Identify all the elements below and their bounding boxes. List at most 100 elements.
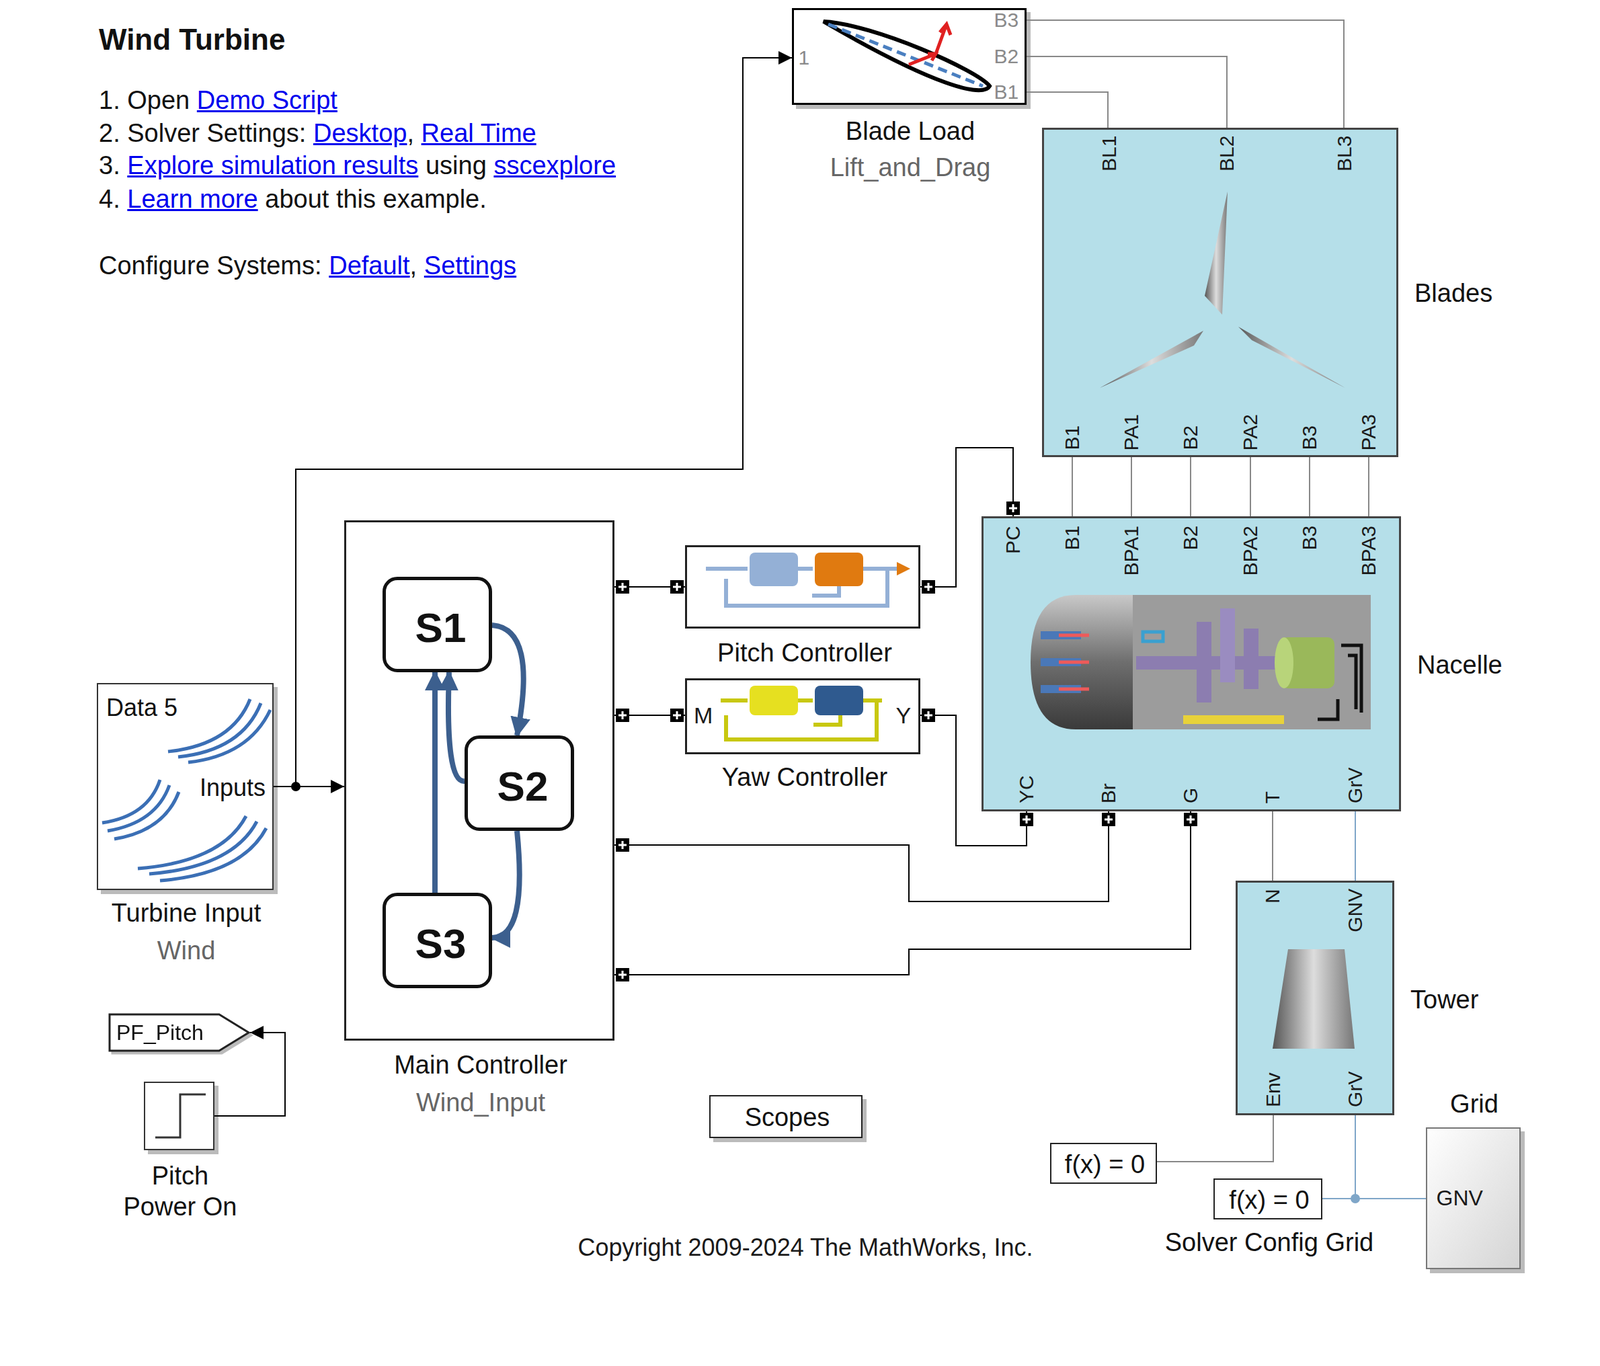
port-label: GrV (1343, 767, 1368, 804)
instruction-line: 1. OpenDemo Script (98, 85, 338, 117)
port-label: BL1 (1097, 135, 1122, 172)
chart-block: Main ControllerWind_InputS1S2S3 (344, 520, 615, 1041)
solver-block: f(x) = 0Solver Config Grid (1213, 1178, 1323, 1220)
gear (1220, 608, 1235, 683)
port-label: 1 (798, 46, 811, 70)
connection-line (920, 715, 1027, 846)
port-icon (615, 580, 630, 594)
chord-line (828, 24, 983, 87)
instruction-text: using (425, 151, 487, 180)
nacelle-fill (981, 516, 1402, 812)
node-text: PF_Pitch (116, 1019, 204, 1046)
instruction-text: 4. (98, 184, 121, 214)
port-label: PA2 (1238, 414, 1263, 451)
node-text: Pitch Controller (717, 637, 893, 669)
port-label: BL2 (1215, 135, 1239, 172)
port-label: BL3 (1333, 135, 1357, 172)
port-label: GNV (1343, 888, 1368, 933)
port-label: PA1 (1120, 414, 1144, 451)
blade (1099, 330, 1204, 388)
port-label: BPA1 (1120, 525, 1144, 577)
connection-line (1249, 457, 1252, 517)
hyperlink: Learn more (127, 184, 258, 214)
blades-block: Blades (1042, 127, 1399, 458)
port-label: Y (896, 702, 912, 729)
force-arrows (908, 24, 951, 65)
diagram-title: Wind Turbine (98, 22, 286, 57)
port-label: B1 (994, 80, 1020, 105)
hyperlink: Demo Script (196, 86, 338, 115)
airfoil (823, 21, 990, 91)
hyperlink: Real Time (421, 118, 537, 148)
instruction-text: 3. (98, 151, 121, 180)
node-text: Wind_Input (416, 1087, 546, 1119)
controller-block: Yaw Controller (685, 678, 921, 755)
gear (1196, 621, 1212, 703)
hyperlink: sscexplore (493, 151, 616, 180)
instruction-text: Configure Systems: (98, 251, 323, 280)
yaw-icon-block (814, 685, 864, 716)
port-label: B1 (1060, 425, 1085, 451)
connection-line (1026, 56, 1227, 128)
instruction-line: 4.Learn moreabout this example. (98, 184, 487, 216)
instruction-text: , (410, 251, 418, 280)
port-label: M (693, 702, 713, 729)
wind-curves (168, 699, 271, 763)
node-text: f(x) = 0 (1228, 1185, 1309, 1217)
instruction-text: 1. Open (98, 86, 190, 115)
scope-block: Scopes (709, 1095, 863, 1139)
port-icon (670, 580, 684, 594)
state-box: S3 (382, 892, 493, 989)
tower-shape (1272, 949, 1355, 1049)
port-label: B2 (994, 45, 1020, 69)
port-label: B3 (1298, 525, 1322, 551)
node-text: S2 (497, 761, 549, 812)
node-text: Wind (157, 935, 216, 967)
port-label: T (1261, 791, 1285, 804)
controller-block: Pitch Controller (685, 545, 921, 629)
pitch-arrows (1058, 635, 1090, 690)
port-icon (921, 708, 936, 723)
instruction-text: , (406, 118, 415, 148)
tower-fill (1235, 880, 1395, 1116)
port-label: B2 (1179, 425, 1203, 451)
node-text: Inputs (199, 773, 266, 803)
hyperlink: Default (328, 251, 410, 280)
connection-line (1026, 92, 1108, 128)
port-label: BPA3 (1357, 525, 1381, 577)
port-label: G (1179, 787, 1203, 804)
connection-line (614, 811, 1109, 902)
port-label: Br (1097, 783, 1121, 804)
connection-line (1271, 811, 1274, 881)
pitch-icon-block (814, 552, 864, 587)
generator-end (1274, 637, 1294, 689)
port-label: GNV (1436, 1185, 1484, 1211)
node-text: Blade Load (845, 116, 975, 148)
hub-dome (1030, 594, 1133, 730)
connection-line (1355, 1115, 1426, 1199)
goto-tag: PF_Pitch (108, 1013, 251, 1053)
port-label: B2 (1179, 525, 1203, 551)
instruction-line: 3.Explore simulation resultsusingsscexpl… (98, 150, 616, 182)
step-block: Pitch Power On (143, 1081, 215, 1151)
node-text: f(x) = 0 (1064, 1149, 1145, 1181)
copyright-note: Copyright 2009-2024 The MathWorks, Inc. (578, 1233, 1034, 1262)
port-icon (670, 708, 684, 723)
input-fill (96, 683, 274, 891)
subsystem-block: Blade LoadLift_and_Drag (791, 8, 1027, 105)
cables (1317, 645, 1362, 720)
brake (1142, 631, 1164, 642)
instruction-text: 2. Solver Settings: (98, 118, 306, 148)
yaw-icon-lines (720, 700, 883, 740)
connection-line (614, 811, 1191, 975)
port-label: BPA2 (1238, 525, 1263, 577)
port-icon (1006, 501, 1020, 515)
blades-fill (1042, 127, 1399, 458)
instruction-line: Configure Systems:Default,Settings (98, 250, 517, 282)
node-text: Turbine Input (111, 898, 262, 930)
node-text: Main Controller (393, 1050, 568, 1082)
step-symbol (155, 1094, 206, 1138)
port-label: B3 (1298, 425, 1322, 451)
transition-arrow (492, 830, 520, 938)
